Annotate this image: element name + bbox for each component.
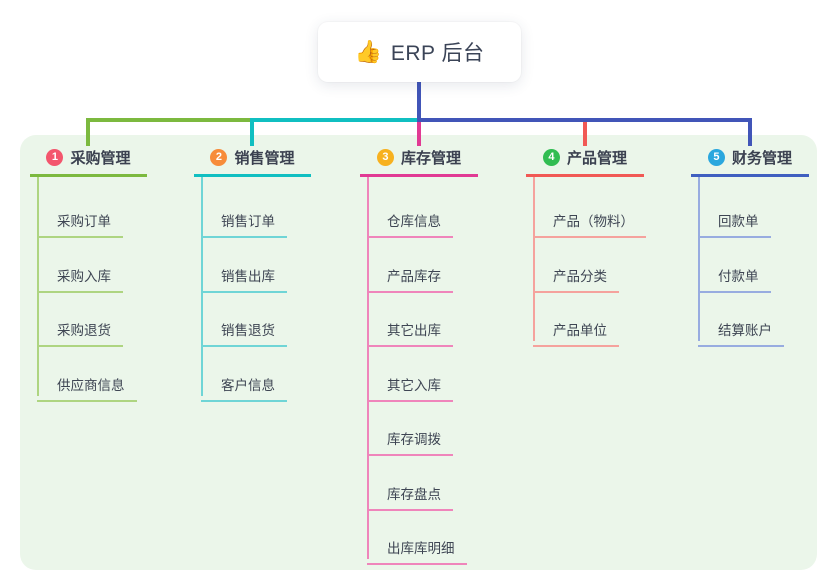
branches-panel xyxy=(20,135,817,570)
child-node[interactable]: 其它入库 xyxy=(367,362,453,402)
branch-spine-line xyxy=(37,177,39,396)
child-label: 采购退货 xyxy=(57,323,111,338)
child-label: 销售出库 xyxy=(221,269,275,284)
child-node[interactable]: 回款单 xyxy=(698,198,771,238)
branch-title: 采购管理 xyxy=(70,149,131,167)
branch-purchase: 1 采购管理 采购订单 采购入库 采购退货 供应商信息 xyxy=(30,140,147,402)
child-node[interactable]: 库存调拨 xyxy=(367,416,453,456)
child-label: 库存盘点 xyxy=(387,487,441,502)
branch-number-badge: 1 xyxy=(46,148,64,166)
branch-number-badge: 4 xyxy=(542,148,560,166)
child-node[interactable]: 采购订单 xyxy=(37,198,123,238)
branch-title: 销售管理 xyxy=(234,149,295,167)
branch-title: 产品管理 xyxy=(566,149,627,167)
child-label: 采购入库 xyxy=(57,269,111,284)
child-node[interactable]: 采购退货 xyxy=(37,307,123,347)
root-node[interactable]: 👍 ERP 后台 xyxy=(318,22,521,82)
child-label: 其它出库 xyxy=(387,323,441,338)
root-connector-line xyxy=(417,82,421,118)
branch-label-purchase[interactable]: 1 采购管理 xyxy=(30,140,147,177)
child-node[interactable]: 结算账户 xyxy=(698,307,784,347)
branch-title: 财务管理 xyxy=(731,149,792,167)
bus-segment-green xyxy=(86,118,254,122)
bus-segment-teal xyxy=(250,118,421,122)
branch-spine-line xyxy=(698,177,700,341)
root-label: ERP 后台 xyxy=(390,42,485,65)
child-node[interactable]: 库存盘点 xyxy=(367,471,453,511)
branch-number-badge: 5 xyxy=(707,148,725,166)
bus-segment-blue xyxy=(417,118,752,122)
branch-number-badge: 3 xyxy=(376,148,394,166)
child-label: 客户信息 xyxy=(221,378,275,393)
child-label: 产品单位 xyxy=(553,323,607,338)
drop-line-sales xyxy=(250,122,254,146)
branch-label-sales[interactable]: 2 销售管理 xyxy=(194,140,311,177)
branch-label-inventory[interactable]: 3 库存管理 xyxy=(360,140,478,177)
branch-inventory: 3 库存管理 仓库信息 产品库存 其它出库 其它入库 库存调拨 库存盘点 出库库… xyxy=(360,140,478,565)
drop-line-purchase xyxy=(86,122,90,146)
child-label: 出库库明细 xyxy=(387,541,455,556)
child-label: 仓库信息 xyxy=(387,214,441,229)
child-node[interactable]: 产品分类 xyxy=(533,253,619,293)
drop-line-product xyxy=(583,122,587,146)
child-label: 产品（物料） xyxy=(553,214,634,229)
child-label: 结算账户 xyxy=(718,323,772,338)
child-node[interactable]: 销售退货 xyxy=(201,307,287,347)
branch-title: 库存管理 xyxy=(400,149,461,167)
child-node[interactable]: 产品单位 xyxy=(533,307,619,347)
child-node[interactable]: 客户信息 xyxy=(201,362,287,402)
child-label: 产品分类 xyxy=(553,269,607,284)
child-node[interactable]: 供应商信息 xyxy=(37,362,137,402)
child-node[interactable]: 采购入库 xyxy=(37,253,123,293)
child-label: 销售退货 xyxy=(221,323,275,338)
branch-spine-line xyxy=(533,177,535,341)
branch-finance: 5 财务管理 回款单 付款单 结算账户 xyxy=(691,140,809,347)
child-label: 回款单 xyxy=(718,214,759,229)
branch-sales: 2 销售管理 销售订单 销售出库 销售退货 客户信息 xyxy=(194,140,311,402)
branch-spine-line xyxy=(201,177,203,396)
child-label: 采购订单 xyxy=(57,214,111,229)
child-node[interactable]: 其它出库 xyxy=(367,307,453,347)
drop-line-inventory xyxy=(417,122,421,146)
branch-label-product[interactable]: 4 产品管理 xyxy=(526,140,644,177)
child-node[interactable]: 产品库存 xyxy=(367,253,453,293)
child-label: 付款单 xyxy=(718,269,759,284)
child-label: 库存调拨 xyxy=(387,432,441,447)
branch-spine-line xyxy=(367,177,369,559)
branch-label-finance[interactable]: 5 财务管理 xyxy=(691,140,809,177)
child-label: 产品库存 xyxy=(387,269,441,284)
child-node[interactable]: 销售订单 xyxy=(201,198,287,238)
child-label: 销售订单 xyxy=(221,214,275,229)
drop-line-finance xyxy=(748,122,752,146)
child-label: 其它入库 xyxy=(387,378,441,393)
branch-number-badge: 2 xyxy=(210,148,228,166)
child-node[interactable]: 产品（物料） xyxy=(533,198,646,238)
child-node[interactable]: 仓库信息 xyxy=(367,198,453,238)
branch-product: 4 产品管理 产品（物料） 产品分类 产品单位 xyxy=(526,140,646,347)
child-node[interactable]: 付款单 xyxy=(698,253,771,293)
thumbs-up-icon: 👍 xyxy=(354,39,382,64)
child-node[interactable]: 销售出库 xyxy=(201,253,287,293)
child-node[interactable]: 出库库明细 xyxy=(367,525,467,565)
child-label: 供应商信息 xyxy=(57,378,125,393)
